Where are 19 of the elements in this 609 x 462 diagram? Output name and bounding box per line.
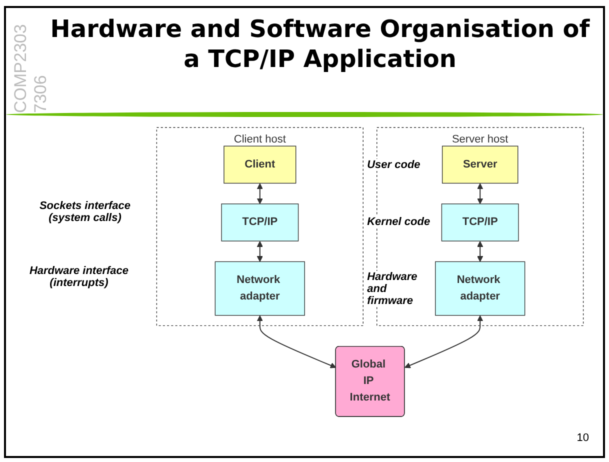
interface-label: Sockets interface (system calls)	[38, 200, 132, 224]
arrow	[256, 183, 263, 204]
node-box: Network adapter	[214, 261, 305, 316]
arrow	[477, 183, 484, 204]
node-box: TCP/IP	[221, 204, 299, 242]
layer-label: Kernel code	[367, 216, 430, 228]
node-box: Client	[224, 146, 296, 184]
node-box: Server	[442, 146, 518, 184]
slide-title: Hardware and Software Organisation of a TCP/IP Application	[49, 14, 591, 74]
page-number: 10	[576, 432, 589, 444]
layer-label: User code	[367, 158, 420, 171]
arrow	[256, 241, 263, 262]
arrow	[256, 315, 336, 368]
course-code: COMP2303 7306	[11, 23, 51, 113]
interface-label: Hardware interface (interrupts)	[28, 265, 130, 289]
node-box: Network adapter	[435, 261, 526, 316]
arrow	[477, 241, 484, 262]
node-box: TCP/IP	[441, 204, 519, 242]
arrow	[404, 315, 484, 368]
